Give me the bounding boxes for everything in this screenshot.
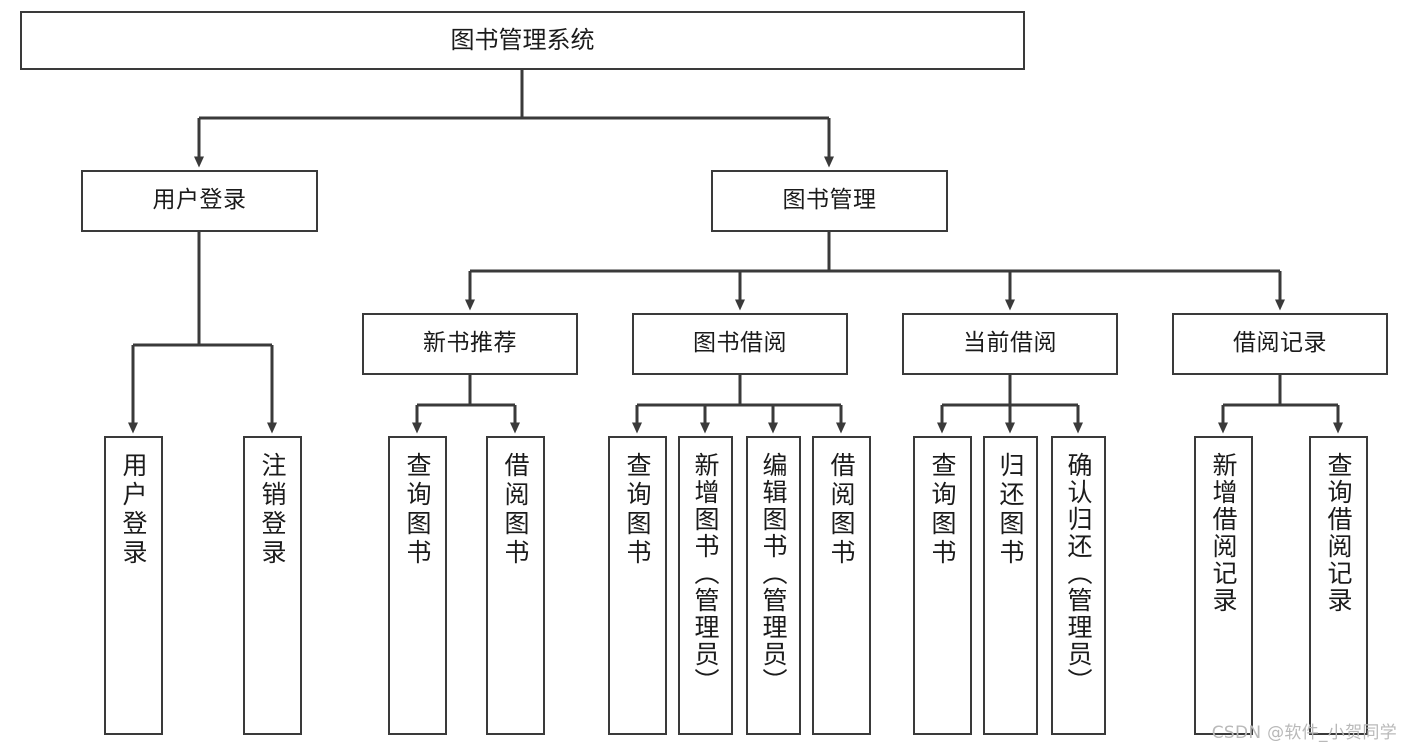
leaf-user-login-signout[interactable]: 注销登录 [243, 436, 302, 735]
leaf-label: 借阅图书 [827, 452, 856, 568]
leaf-recommend-query-book[interactable]: 查询图书 [388, 436, 447, 735]
node-new-book-recommend[interactable]: 新书推荐 [362, 313, 578, 375]
node-user-login[interactable]: 用户登录 [81, 170, 318, 232]
node-user-login-label: 用户登录 [152, 187, 247, 214]
node-book-borrow-label: 图书借阅 [693, 330, 787, 357]
leaf-recommend-borrow-book[interactable]: 借阅图书 [486, 436, 545, 735]
node-book-management-label: 图书管理 [782, 187, 877, 214]
node-new-book-recommend-label: 新书推荐 [423, 330, 517, 357]
leaf-label: 新增图书（管理员） [691, 452, 720, 695]
leaf-label: 借阅图书 [501, 452, 530, 568]
node-root-label: 图书管理系统 [450, 26, 595, 55]
leaf-label: 归还图书 [996, 452, 1025, 568]
node-current-borrow-label: 当前借阅 [963, 330, 1057, 357]
node-current-borrow[interactable]: 当前借阅 [902, 313, 1118, 375]
node-book-management[interactable]: 图书管理 [711, 170, 948, 232]
leaf-label: 确认归还（管理员） [1064, 452, 1093, 695]
leaf-label: 用户登录 [119, 452, 148, 568]
leaf-label: 查询图书 [623, 452, 652, 568]
leaf-label: 编辑图书（管理员） [759, 452, 788, 695]
leaf-record-query-record[interactable]: 查询借阅记录 [1309, 436, 1368, 735]
node-root-system[interactable]: 图书管理系统 [20, 11, 1025, 70]
leaf-current-return-book[interactable]: 归还图书 [983, 436, 1038, 735]
leaf-label: 新增借阅记录 [1209, 452, 1238, 614]
leaf-current-query-book[interactable]: 查询图书 [913, 436, 972, 735]
leaf-label: 查询图书 [403, 452, 432, 568]
leaf-borrow-query-book[interactable]: 查询图书 [608, 436, 667, 735]
leaf-borrow-borrow-book[interactable]: 借阅图书 [812, 436, 871, 735]
csdn-watermark: CSDN @软件_小贺同学 [1211, 723, 1397, 743]
node-borrow-record[interactable]: 借阅记录 [1172, 313, 1388, 375]
leaf-current-confirm-return-admin[interactable]: 确认归还（管理员） [1051, 436, 1106, 735]
leaf-borrow-add-book-admin[interactable]: 新增图书（管理员） [678, 436, 733, 735]
leaf-label: 查询图书 [928, 452, 957, 568]
leaf-user-login-signin[interactable]: 用户登录 [104, 436, 163, 735]
node-borrow-record-label: 借阅记录 [1233, 330, 1327, 357]
leaf-label: 查询借阅记录 [1324, 452, 1353, 614]
leaf-label: 注销登录 [258, 452, 287, 568]
leaf-record-add-record[interactable]: 新增借阅记录 [1194, 436, 1253, 735]
node-book-borrow[interactable]: 图书借阅 [632, 313, 848, 375]
leaf-borrow-edit-book-admin[interactable]: 编辑图书（管理员） [746, 436, 801, 735]
